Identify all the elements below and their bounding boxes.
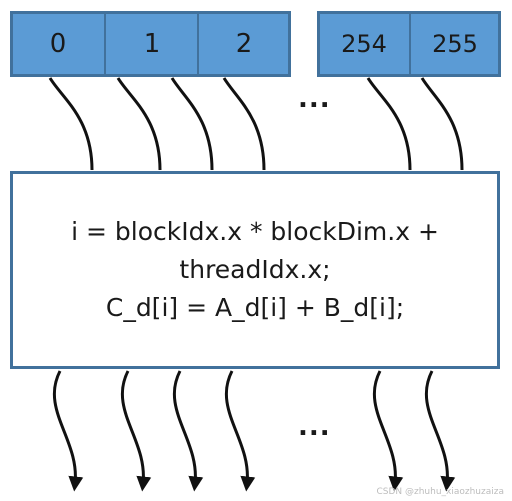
thread-cell-0: 0 xyxy=(10,11,106,77)
wire-bottom-4 xyxy=(373,370,404,492)
wire-top-1 xyxy=(116,77,162,171)
wire-bottom-1 xyxy=(121,370,152,492)
wire-bottom-2 xyxy=(173,370,204,492)
ellipsis-bottom: ... xyxy=(298,412,331,442)
wire-top-0 xyxy=(48,77,94,171)
kernel-code-box: i = blockIdx.x * blockDim.x + threadIdx.… xyxy=(10,171,500,369)
wire-top-5 xyxy=(420,77,464,171)
kernel-line-3: C_d[i] = A_d[i] + B_d[i]; xyxy=(105,293,405,322)
wire-bottom-3 xyxy=(225,370,256,492)
kernel-line-2: threadIdx.x; xyxy=(179,255,331,284)
wire-top-3 xyxy=(222,77,266,171)
wire-bottom-5 xyxy=(425,370,456,492)
wire-top-2 xyxy=(170,77,214,171)
watermark: CSDN @zhuhu_xiaozhuzaiza xyxy=(376,487,504,497)
thread-cell-2: 2 xyxy=(197,11,291,77)
wire-top-4 xyxy=(366,77,412,171)
kernel-line-1: i = blockIdx.x * blockDim.x + xyxy=(71,217,439,246)
wire-bottom-0 xyxy=(53,370,84,492)
ellipsis-top: ... xyxy=(298,84,331,114)
